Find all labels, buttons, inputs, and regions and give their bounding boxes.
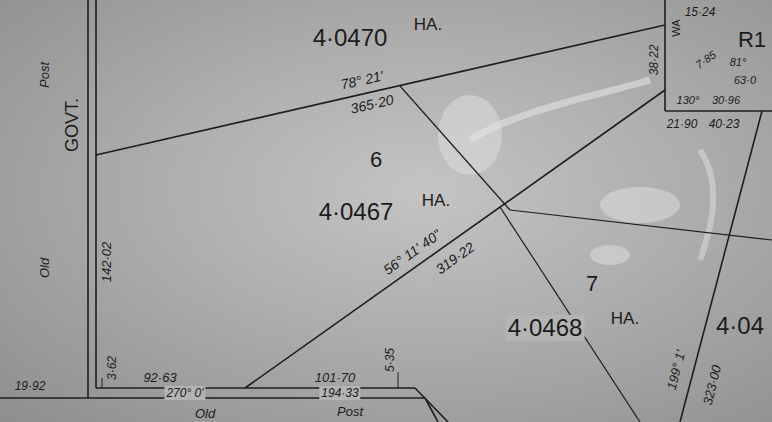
plan-annotation: Post: [37, 60, 52, 90]
plan-annotation: Post: [335, 404, 365, 419]
plan-annotation: 101·70: [313, 370, 357, 385]
plan-annotation: Old: [37, 256, 52, 280]
plan-annotation: 323·00: [699, 362, 724, 409]
plan-annotation: 4·0470: [311, 25, 390, 51]
plan-annotation: 6: [368, 148, 384, 172]
plan-annotation: HA.: [609, 309, 641, 328]
plan-annotation: 7·85: [692, 47, 721, 73]
plan-annotation: 4·0468: [506, 315, 585, 341]
plan-annotation: Old: [193, 406, 217, 421]
plan-annotation: GOVT.: [62, 96, 82, 154]
plan-annotation: 78° 21': [337, 67, 387, 93]
plan-annotation: HA.: [412, 15, 444, 34]
plan-annotation: 130°: [675, 94, 702, 107]
plan-annotation: 21·90: [665, 117, 700, 131]
plan-annotation: 38·22: [647, 43, 661, 78]
plan-annotation: 4·0467: [317, 199, 396, 225]
plan-annotation: 319·22: [431, 238, 479, 279]
plan-annotation: 199° 1': [663, 347, 688, 394]
plan-annotation: 194·33: [319, 386, 360, 400]
plan-annotation: 142·02: [99, 240, 114, 284]
plan-annotation: 270° 0': [164, 386, 205, 400]
plan-annotation: 30·96: [710, 94, 742, 107]
plan-annotation: 7: [584, 272, 600, 296]
plan-annotation: 4·04: [714, 313, 766, 339]
plan-annotation: 3·62: [105, 354, 119, 382]
plan-annotation: R1: [736, 28, 768, 52]
plan-annotation: 63·0: [732, 74, 758, 87]
plan-annotation: HA.: [420, 191, 452, 210]
plan-annotation: 5·35: [383, 346, 397, 374]
plan-annotation: 92·63: [141, 370, 178, 385]
plan-annotation: 40·23: [707, 117, 742, 131]
plan-annotation: 365·20: [347, 91, 397, 117]
plan-annotation: WA: [670, 17, 683, 38]
plan-annotation: 81°: [728, 56, 749, 69]
plan-annotation: 15·24: [683, 5, 718, 19]
plan-annotation: 19·92: [13, 379, 48, 393]
